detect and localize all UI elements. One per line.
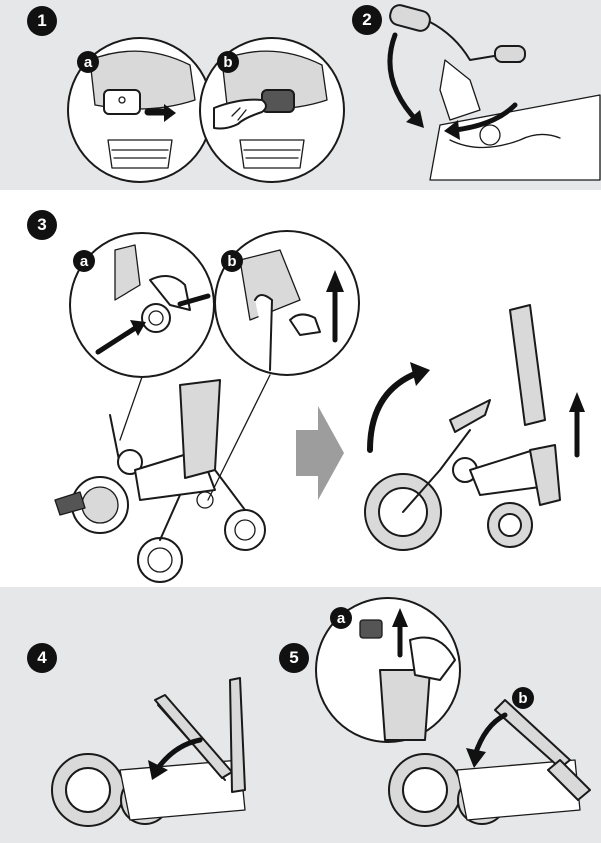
step-5a-label: a — [330, 607, 352, 629]
step-1a-detail-circle — [67, 37, 213, 183]
step-1b-label: b — [217, 51, 239, 73]
step-2-badge: 2 — [352, 5, 382, 35]
press-button-icon — [164, 104, 176, 122]
step-3-trike-folded-start — [54, 379, 266, 583]
step-3a-label: a — [73, 250, 95, 272]
rotate-arrow-icon — [387, 32, 421, 125]
step-3-trike-unfolded — [364, 304, 585, 551]
step-3b-detail-circle — [214, 230, 360, 376]
step-4-trike-folding — [51, 677, 246, 827]
step-1a-label: a — [77, 51, 99, 73]
step-3b-label: b — [221, 250, 243, 272]
step-4-badge: 4 — [27, 643, 57, 673]
step-1b-detail-circle — [199, 37, 345, 183]
next-step-arrow-icon — [296, 406, 344, 500]
fold-arrow-icon — [155, 737, 203, 771]
step-1-badge: 1 — [27, 6, 57, 36]
up-arrow-icon — [326, 270, 344, 292]
step-5a-detail-circle — [315, 597, 461, 743]
step-5-trike-folded — [388, 699, 591, 827]
step-2-handlebar-illustration — [387, 4, 601, 181]
step-5b-label: b — [512, 687, 534, 709]
step-3a-detail-circle — [69, 232, 215, 378]
step-5-badge: 5 — [279, 643, 309, 673]
step-3-badge: 3 — [27, 210, 57, 240]
